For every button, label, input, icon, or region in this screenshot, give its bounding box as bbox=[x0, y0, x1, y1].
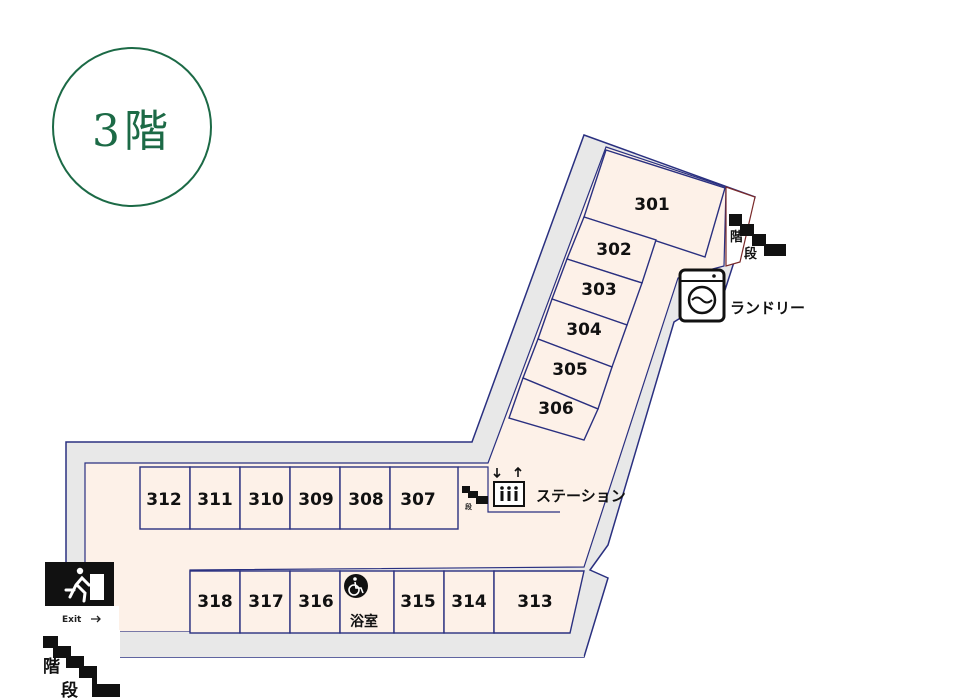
stairs-icon bbox=[729, 214, 786, 256]
station-label: ステーション bbox=[536, 487, 626, 505]
room-303-label: 303 bbox=[581, 280, 617, 300]
room-301[interactable] bbox=[583, 149, 726, 258]
room-312-label: 312 bbox=[146, 490, 182, 510]
room-310[interactable] bbox=[239, 466, 291, 530]
room-302-label: 302 bbox=[596, 240, 632, 260]
stairs-icon bbox=[462, 486, 488, 504]
wheelchair-icon bbox=[344, 574, 368, 598]
room-314-label: 314 bbox=[451, 592, 487, 612]
exit-label-bg bbox=[45, 606, 119, 630]
room-311-label: 311 bbox=[197, 490, 233, 510]
room-306[interactable] bbox=[508, 377, 599, 441]
laundry-icon bbox=[678, 268, 726, 323]
room-308-label: 308 bbox=[348, 490, 384, 510]
room-318-label: 318 bbox=[197, 592, 233, 612]
floor-title: 3階 bbox=[52, 47, 212, 207]
stairs-top-kanji-1: 階 bbox=[730, 229, 743, 245]
room-311[interactable] bbox=[189, 466, 241, 530]
stairs-bottom-kanji-1: 階 bbox=[43, 657, 60, 677]
lower-wall-band bbox=[120, 632, 584, 657]
room-313[interactable] bbox=[493, 570, 585, 634]
room-313-label: 313 bbox=[517, 592, 553, 612]
exit-label: Exit bbox=[62, 615, 82, 625]
station-outline bbox=[458, 466, 560, 513]
room-306-label: 306 bbox=[538, 399, 574, 419]
room-318[interactable] bbox=[189, 570, 241, 634]
stairs-station-kanji: 段 bbox=[465, 502, 472, 511]
emergency-exit-icon bbox=[45, 562, 114, 606]
room-312[interactable] bbox=[139, 466, 191, 530]
room-317-label: 317 bbox=[248, 592, 284, 612]
stairs-icon bbox=[43, 636, 120, 697]
stairs-bottom-kanji-2: 段 bbox=[61, 680, 78, 700]
room-316-label: 316 bbox=[298, 592, 334, 612]
room-310-label: 310 bbox=[248, 490, 284, 510]
exit-arrow-icon bbox=[91, 615, 101, 623]
room-309-label: 309 bbox=[298, 490, 334, 510]
elevator-icon bbox=[493, 466, 525, 507]
room-315-label: 315 bbox=[400, 592, 436, 612]
room-307[interactable] bbox=[389, 466, 459, 530]
room-309[interactable] bbox=[289, 466, 341, 530]
room-305-label: 305 bbox=[552, 360, 588, 380]
room-308[interactable] bbox=[339, 466, 391, 530]
room-301-label: 301 bbox=[634, 195, 670, 215]
room-307-label: 307 bbox=[400, 490, 436, 510]
room-314[interactable] bbox=[443, 570, 495, 634]
bath-label: 浴室 bbox=[350, 613, 378, 630]
laundry-label: ランドリー bbox=[730, 299, 805, 317]
room-316[interactable] bbox=[289, 570, 341, 634]
room-304-label: 304 bbox=[566, 320, 602, 340]
room-317[interactable] bbox=[239, 570, 291, 634]
stairs-top-kanji-2: 段 bbox=[744, 246, 757, 262]
room-315[interactable] bbox=[393, 570, 445, 634]
